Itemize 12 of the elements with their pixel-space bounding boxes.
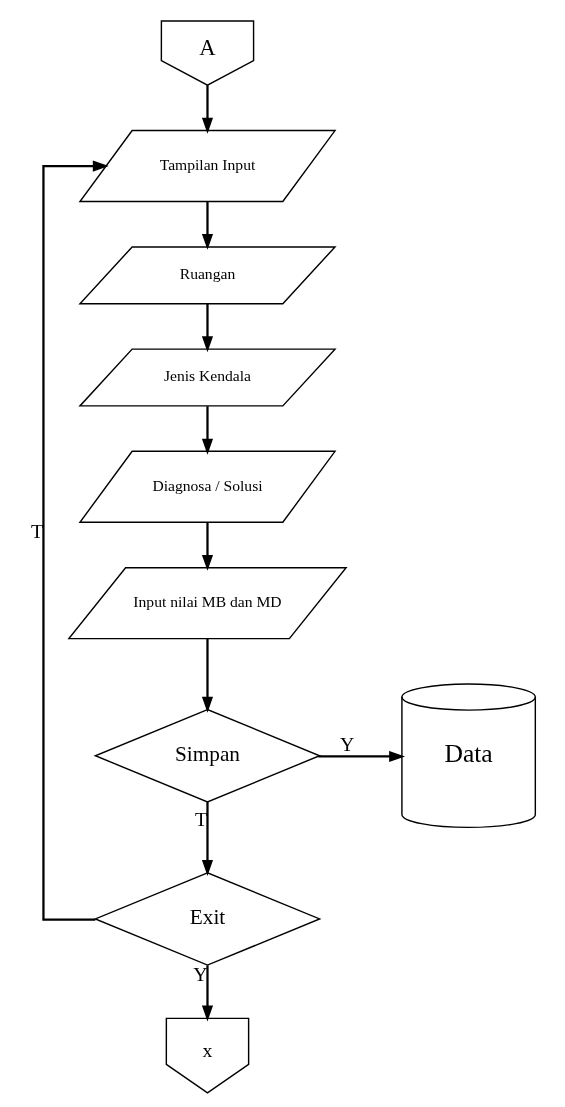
- arrow: [201, 85, 213, 134]
- arrow: [201, 638, 213, 713]
- arrow: [201, 303, 213, 353]
- arrow: [317, 750, 405, 762]
- node-diamond: Simpan: [93, 708, 321, 803]
- arrow: [201, 965, 213, 1022]
- arrow: [201, 201, 213, 250]
- edge-label: Y: [339, 733, 354, 756]
- node-diamond: Exit: [93, 872, 321, 966]
- arrow: [201, 406, 213, 455]
- arrow: [41, 160, 109, 921]
- arrow: [201, 522, 213, 571]
